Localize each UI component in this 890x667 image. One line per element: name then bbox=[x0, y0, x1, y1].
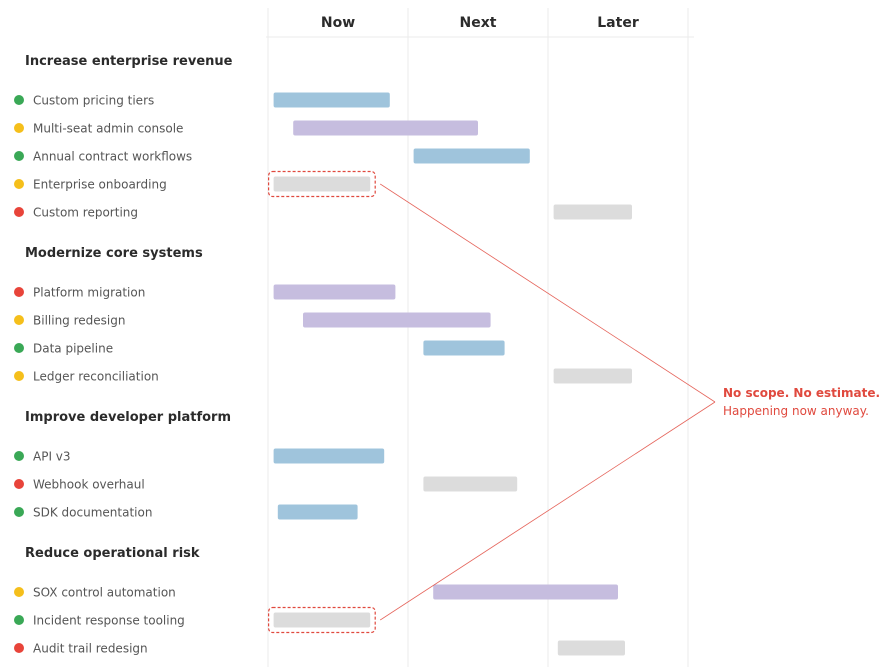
item-label: SOX control automation bbox=[33, 586, 176, 600]
item-label: Platform migration bbox=[33, 286, 145, 300]
timeline-bar bbox=[293, 120, 478, 136]
status-dot-red bbox=[14, 643, 24, 653]
timeline-bar bbox=[433, 584, 618, 600]
roadmap-item-ledger-reconciliation: Ledger reconciliation bbox=[14, 368, 632, 384]
status-dot-red bbox=[14, 287, 24, 297]
timeline-bar bbox=[273, 612, 371, 628]
status-dot-yellow bbox=[14, 315, 24, 325]
flagged-bar-outline bbox=[268, 170, 376, 198]
item-label: Billing redesign bbox=[33, 314, 125, 328]
item-label: Enterprise onboarding bbox=[33, 178, 167, 192]
status-dot-green bbox=[14, 151, 24, 161]
item-label: Incident response tooling bbox=[33, 614, 185, 628]
timeline-bar bbox=[273, 284, 396, 300]
callout-connector-lines bbox=[379, 183, 716, 621]
timeline-bar bbox=[273, 92, 390, 108]
roadmap-item-audit-trail-redesign: Audit trail redesign bbox=[14, 640, 625, 656]
status-dot-green bbox=[14, 95, 24, 105]
column-headers: Now Next Later bbox=[321, 15, 639, 31]
status-dot-yellow bbox=[14, 587, 24, 597]
status-dot-yellow bbox=[14, 179, 24, 189]
timeline-bar bbox=[423, 340, 505, 356]
timeline-bar bbox=[423, 476, 518, 492]
roadmap-item-incident-response-tooling: Incident response tooling bbox=[14, 606, 376, 634]
timeline-bar bbox=[413, 148, 530, 164]
item-label: Ledger reconciliation bbox=[33, 370, 159, 384]
timeline-bar bbox=[553, 368, 632, 384]
timeline-bar bbox=[273, 176, 371, 192]
callout-line bbox=[379, 183, 716, 403]
column-header-now: Now bbox=[321, 15, 355, 31]
callout-text-line-2: Happening now anyway. bbox=[723, 404, 869, 418]
group-title: Reduce operational risk bbox=[25, 546, 200, 561]
roadmap-item-platform-migration: Platform migration bbox=[14, 284, 396, 300]
roadmap-item-sox-control-automation: SOX control automation bbox=[14, 584, 618, 600]
item-label: Multi-seat admin console bbox=[33, 122, 183, 136]
status-dot-red bbox=[14, 207, 24, 217]
roadmap-item-data-pipeline: Data pipeline bbox=[14, 340, 505, 356]
roadmap-item-enterprise-onboarding: Enterprise onboarding bbox=[14, 170, 376, 198]
status-dot-yellow bbox=[14, 371, 24, 381]
roadmap-item-annual-contract-workflows: Annual contract workflows bbox=[14, 148, 530, 164]
column-grid bbox=[266, 8, 694, 667]
callout: No scope. No estimate. Happening now any… bbox=[379, 183, 880, 621]
timeline-bar bbox=[557, 640, 625, 656]
timeline-bar bbox=[303, 312, 491, 328]
status-dot-green bbox=[14, 343, 24, 353]
callout-line bbox=[379, 401, 716, 621]
item-label: Annual contract workflows bbox=[33, 150, 192, 164]
timeline-bar bbox=[273, 448, 385, 464]
roadmap-item-custom-reporting: Custom reporting bbox=[14, 204, 632, 220]
column-header-next: Next bbox=[460, 15, 497, 31]
group-title: Modernize core systems bbox=[25, 246, 203, 261]
status-dot-yellow bbox=[14, 123, 24, 133]
flagged-bar-outline bbox=[268, 606, 376, 634]
callout-text-line-1: No scope. No estimate. bbox=[723, 386, 880, 400]
item-label: Custom pricing tiers bbox=[33, 94, 154, 108]
status-dot-green bbox=[14, 451, 24, 461]
timeline-bar bbox=[553, 204, 632, 220]
roadmap-item-api-v3: API v3 bbox=[14, 448, 385, 464]
item-label: Audit trail redesign bbox=[33, 642, 148, 656]
group-title: Improve developer platform bbox=[25, 410, 231, 425]
group-title: Increase enterprise revenue bbox=[25, 54, 233, 69]
roadmap-item-custom-pricing-tiers: Custom pricing tiers bbox=[14, 92, 390, 108]
status-dot-green bbox=[14, 615, 24, 625]
timeline-bar bbox=[277, 504, 358, 520]
item-label: SDK documentation bbox=[33, 506, 152, 520]
roadmap-item-webhook-overhaul: Webhook overhaul bbox=[14, 476, 518, 492]
item-label: Webhook overhaul bbox=[33, 478, 145, 492]
roadmap-item-multi-seat-admin-console: Multi-seat admin console bbox=[14, 120, 478, 136]
status-dot-green bbox=[14, 507, 24, 517]
item-label: Data pipeline bbox=[33, 342, 113, 356]
roadmap-item-billing-redesign: Billing redesign bbox=[14, 312, 491, 328]
column-header-later: Later bbox=[597, 15, 639, 31]
item-label: API v3 bbox=[33, 450, 71, 464]
item-label: Custom reporting bbox=[33, 206, 138, 220]
roadmap-item-sdk-documentation: SDK documentation bbox=[14, 504, 358, 520]
status-dot-red bbox=[14, 479, 24, 489]
